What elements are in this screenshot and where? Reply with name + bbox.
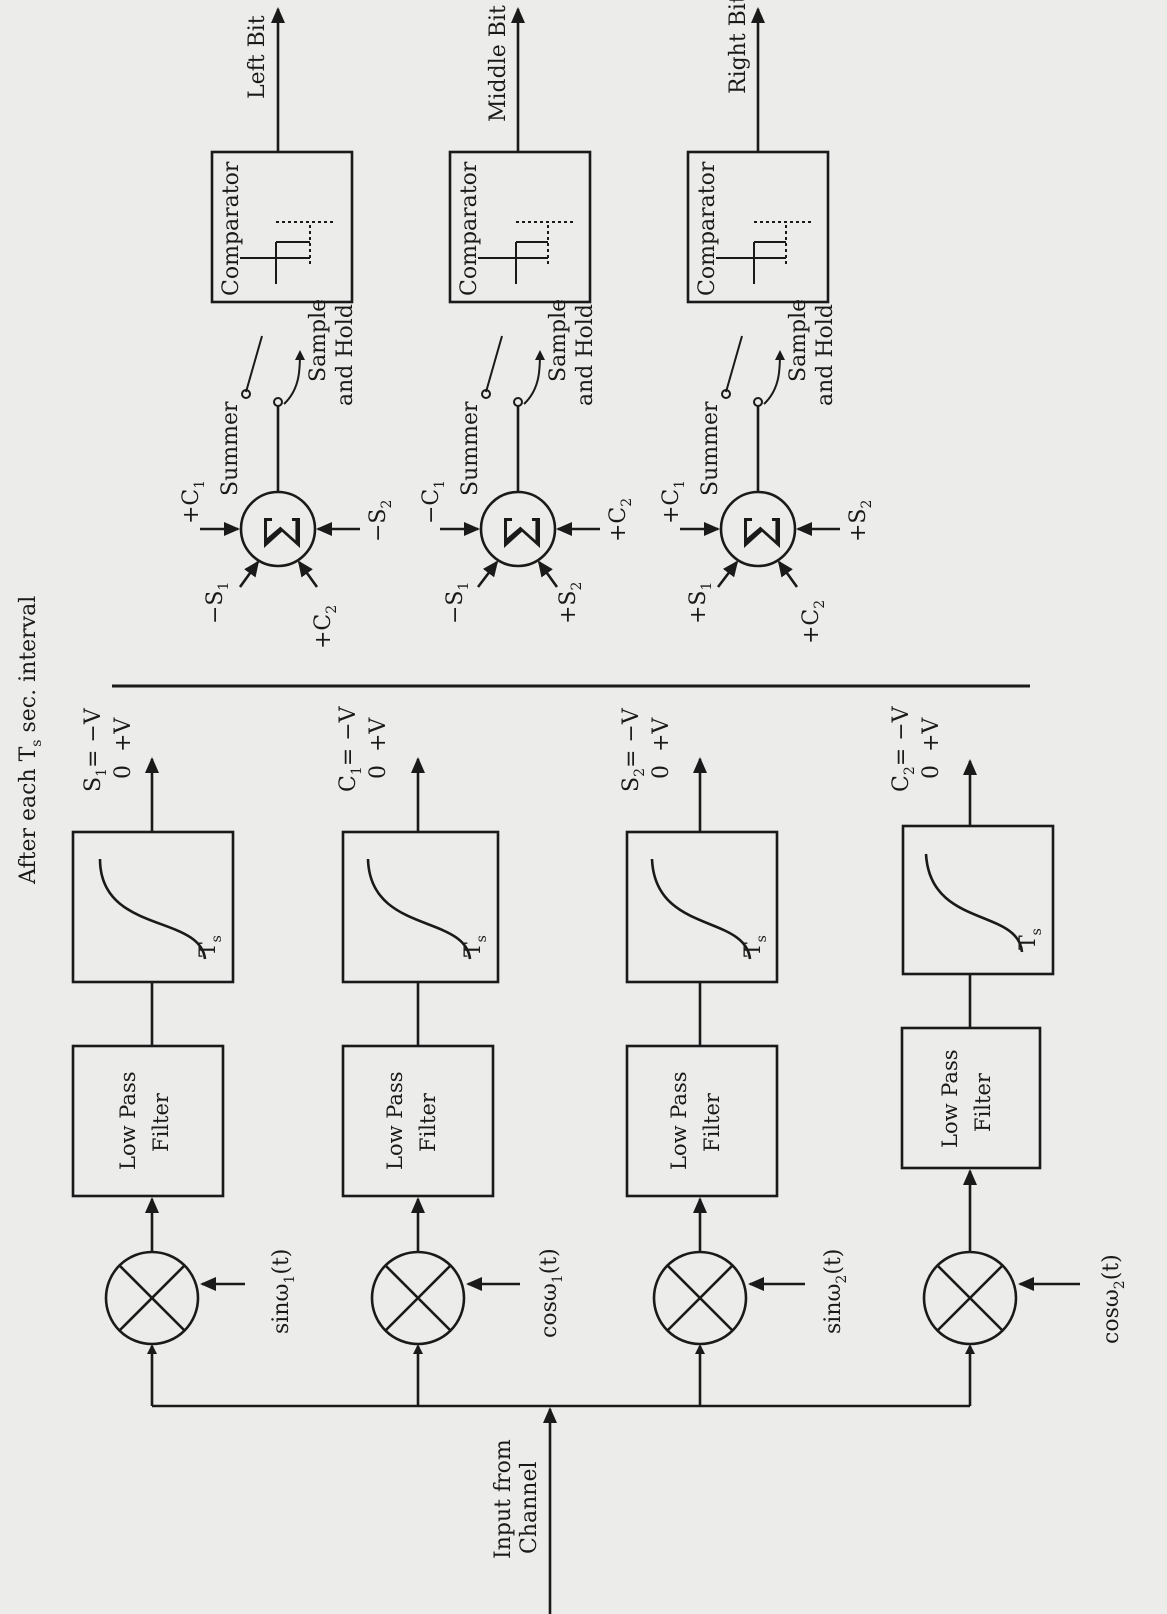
filter-label-1: Low Pass	[938, 1050, 962, 1149]
channel-cos1: cosω1(t) Low Pass Filter Ts +V C1= −V 0	[336, 705, 566, 1406]
channel-cos2: cosω2(t) Low Pass Filter Ts +V C2= −V 0	[889, 705, 1128, 1406]
summer-input-bottom: −S2	[366, 500, 395, 542]
sigma-icon: Σ	[254, 515, 312, 550]
integrator	[625, 830, 779, 984]
summer-label: Summer	[218, 401, 243, 496]
input-label-line2: Channel	[517, 1461, 542, 1554]
integrator	[901, 824, 1055, 976]
comparator-label: Comparator	[219, 161, 244, 296]
integrator-label: Ts	[741, 935, 770, 957]
switch-arrow-icon	[283, 350, 305, 405]
switch-arrow-icon	[763, 350, 785, 405]
integrator-curve-icon	[924, 853, 1024, 953]
integrator-curve-icon	[98, 858, 207, 960]
low-pass-filter	[625, 1044, 779, 1198]
filter-label-1: Low Pass	[667, 1072, 691, 1171]
switch-arm-icon	[725, 335, 743, 393]
integrator	[71, 830, 235, 984]
output-label: C2= −V	[889, 705, 918, 792]
output-bit-label: Left Bit	[245, 15, 270, 99]
out-zero: 0	[919, 765, 944, 779]
switch-arrow-icon	[523, 350, 545, 405]
channel-sin2: sinω2(t) Low Pass Filter Ts +V S2= −V 0	[619, 707, 850, 1406]
filter-label-2: Filter	[700, 1092, 724, 1152]
summer-input-bottom: +S2	[846, 500, 875, 542]
comparator-label: Comparator	[457, 161, 482, 296]
comparator-box	[210, 150, 354, 304]
decoder-middle-bit: Σ Summer −C1 −S1 +S2 +C2 Sample and Hold…	[419, 5, 635, 624]
filter-label-2: Filter	[416, 1092, 440, 1152]
ref-signal-label: sinω1(t)	[269, 1249, 298, 1334]
sigma-icon: Σ	[494, 515, 552, 550]
summer-label: Summer	[458, 401, 483, 496]
out-plus: +V	[649, 717, 674, 752]
low-pass-filter	[71, 1044, 225, 1198]
out-zero: 0	[366, 765, 391, 779]
output-bit-label: Right Bit	[726, 0, 751, 94]
summer-input-top: +C1	[179, 480, 208, 524]
sample-hold-label-2: and Hold	[813, 304, 838, 406]
filter-label-2: Filter	[149, 1092, 173, 1152]
out-zero: 0	[111, 765, 136, 779]
sample-hold-label-1: Sample	[786, 299, 811, 382]
comparator-label: Comparator	[695, 161, 720, 296]
summer-input-lower-left: +C2	[799, 600, 828, 644]
sample-hold-label-2: and Hold	[333, 304, 358, 406]
output-bit-label: Middle Bit	[486, 5, 511, 122]
comparator-step-icon	[716, 221, 812, 284]
summer-input-top: +C1	[659, 480, 688, 524]
summer-input-lower-left: +C2	[311, 605, 340, 649]
integrator-label: Ts	[461, 935, 490, 957]
switch-contact	[753, 397, 763, 407]
summer-input-upper-left: +S1	[686, 582, 715, 624]
summer-input-bottom: +C2	[606, 498, 635, 542]
output-label: S1= −V	[81, 707, 110, 792]
summer-input-top: −C1	[419, 480, 448, 524]
integrator-label: Ts	[1016, 928, 1045, 950]
switch-arm-icon	[485, 335, 503, 393]
output-label: S2= −V	[619, 707, 648, 792]
summer-input-upper-left: −S1	[203, 582, 232, 624]
comparator-step-icon	[478, 221, 574, 284]
ref-signal-label: cosω2(t)	[1099, 1254, 1128, 1344]
output-label: C1= −V	[336, 705, 365, 792]
summer-input-lower-left: +S2	[556, 582, 585, 624]
interval-caption: After each Ts sec. interval	[16, 596, 45, 885]
switch-contact	[273, 397, 283, 407]
comparator-box	[448, 150, 592, 304]
filter-label-1: Low Pass	[116, 1072, 140, 1171]
input-label-line1: Input from	[491, 1439, 516, 1559]
integrator-curve-icon	[650, 858, 752, 960]
summer-input-upper-left: −S1	[443, 582, 472, 624]
sample-hold-label-1: Sample	[306, 299, 331, 382]
filter-label-1: Low Pass	[383, 1072, 407, 1171]
filter-label-2: Filter	[971, 1072, 995, 1132]
switch-arm-icon	[245, 335, 263, 393]
decoder-left-bit: Σ Summer +C1 −S1 +C2 −S2 Sample and Hold…	[179, 7, 395, 649]
out-plus: +V	[919, 717, 944, 752]
sample-hold-label-1: Sample	[546, 299, 571, 382]
summer-label: Summer	[698, 401, 723, 496]
out-zero: 0	[649, 765, 674, 779]
channel-sin1: sinω1(t) Low Pass Filter Ts +V S1= −V 0	[71, 707, 298, 1406]
sample-hold-label-2: and Hold	[573, 304, 598, 406]
channel-input: Input from Channel	[491, 1407, 557, 1614]
out-plus: +V	[111, 717, 136, 752]
comparator-step-icon	[240, 221, 336, 284]
sigma-icon: Σ	[734, 515, 792, 550]
ref-signal-label: cosω1(t)	[537, 1248, 566, 1338]
out-plus: +V	[366, 717, 391, 752]
integrator-curve-icon	[366, 858, 472, 960]
decoder-right-bit: Σ Summer +C1 +S1 +C2 +S2 Sample and Hold…	[659, 0, 875, 644]
integrator-label: Ts	[196, 935, 225, 957]
ref-signal-label: sinω2(t)	[821, 1249, 850, 1334]
switch-contact	[513, 397, 523, 407]
integrator	[341, 830, 500, 984]
